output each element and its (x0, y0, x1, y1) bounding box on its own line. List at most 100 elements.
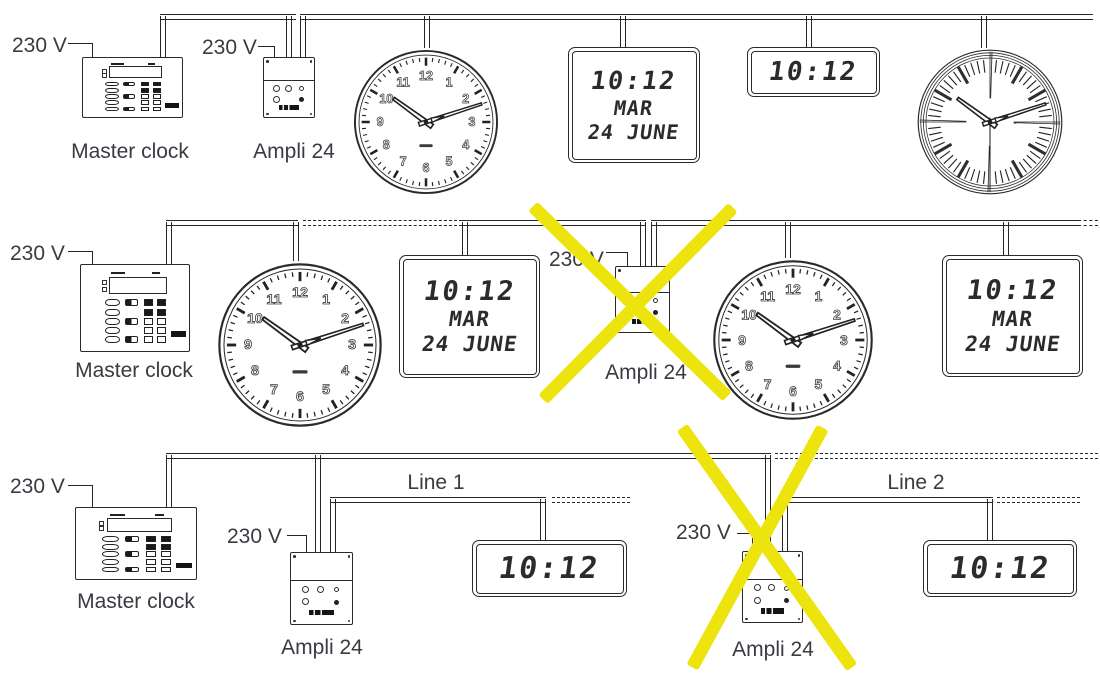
diagram-part (842, 291, 847, 296)
diagram-part (98, 526, 104, 532)
diagram-part (453, 65, 460, 74)
diagram-part (976, 61, 981, 74)
diagram-part (160, 566, 171, 573)
diagram-part (269, 277, 273, 283)
diagram-part: 1 (445, 75, 452, 89)
diagram-part (368, 351, 373, 354)
diagram-part (734, 378, 740, 383)
diagram-part (1035, 96, 1047, 103)
button-dot (299, 96, 304, 102)
diagram-part (157, 317, 167, 325)
diagram-part (157, 335, 167, 343)
diagram-part (320, 275, 324, 281)
analog-clock-baton (916, 48, 1064, 196)
diagram-part (364, 101, 369, 104)
diagram-part (797, 332, 814, 342)
diagram-part (266, 112, 269, 115)
diagram-part (368, 336, 373, 339)
diagram-part (1018, 71, 1028, 83)
voltage-label: 230 V (12, 34, 67, 57)
diagram-part (256, 399, 261, 405)
diagram-part (101, 68, 107, 74)
power-wire (287, 535, 307, 536)
diagram-part (347, 555, 350, 558)
diagram-part: 10 (247, 311, 263, 327)
diagram-part (956, 159, 970, 178)
diagram-part (313, 411, 316, 417)
wire (424, 16, 430, 48)
voltage-label: 230 V (202, 36, 257, 59)
led-indicator (273, 95, 280, 103)
diagram-part (291, 272, 294, 277)
diagram-part (293, 619, 296, 622)
wire (640, 222, 646, 266)
diagram-part: 2 (341, 311, 349, 327)
diagram-part: 12 (292, 285, 308, 301)
diagram-part (104, 106, 119, 112)
terminal-block (760, 608, 785, 614)
diagram-part: 4 (341, 363, 349, 379)
diagram-part (227, 336, 232, 339)
diagram-part: 8 (251, 363, 259, 379)
diagram-part (140, 100, 150, 106)
button-dot (653, 309, 659, 315)
diagram-part (744, 389, 749, 394)
diagram-part: 3 (840, 332, 848, 348)
calendar-display: 10:12 MAR 24 JUNE (945, 258, 1080, 374)
diagram-part (230, 321, 236, 325)
diagram-part (930, 102, 944, 108)
time-readout: 10:12 (767, 56, 860, 87)
wire (785, 222, 791, 258)
diagram-part (474, 149, 483, 156)
diagram-part (982, 60, 986, 73)
diagram-part (777, 270, 780, 275)
master-clock-label: Master clock (71, 140, 189, 163)
wire-dashed (303, 220, 462, 226)
ampli-label: Ampli 24 (281, 636, 363, 659)
digital-display: 10:12 (475, 543, 624, 594)
diagram-part (124, 299, 138, 307)
diagram-part (124, 566, 139, 573)
diagram-part (437, 58, 440, 64)
diagram-part (1004, 168, 1010, 182)
diagram-part (952, 71, 962, 83)
diagram-part: 3 (348, 337, 356, 353)
wire (315, 455, 321, 552)
diagram-part: 1 (815, 288, 823, 304)
master-clock-label: Master clock (75, 359, 193, 382)
calendar-display: 10:12 MAR 24 JUNE (571, 50, 697, 160)
diagram-part (152, 87, 162, 93)
diagram-part (354, 301, 360, 306)
diagram-part (350, 390, 355, 395)
wire (462, 222, 468, 255)
diagram-part (146, 536, 157, 543)
wire-dashed (1078, 220, 1098, 226)
diagram-part: 12 (419, 69, 433, 83)
diagram-part (618, 269, 621, 272)
diagram-part (373, 83, 378, 88)
diagram-part (339, 285, 344, 291)
diagram-part (102, 566, 120, 573)
diagram-part (750, 281, 755, 287)
diagram-part (1022, 158, 1032, 169)
analog-clock-face (917, 49, 1063, 195)
diagram-part (483, 140, 488, 143)
voltage-label: 230 V (676, 521, 731, 544)
master-clock-1 (82, 57, 183, 118)
ampli-label: Ampli 24 (732, 638, 814, 661)
diagram-part (465, 73, 470, 78)
diagram-part (727, 310, 733, 314)
diagram-part (104, 87, 119, 93)
diagram-part: 6 (296, 389, 304, 405)
diagram-part (1027, 88, 1046, 102)
diagram-part: 9 (244, 337, 252, 353)
diagram-part (146, 551, 157, 558)
diagram-part (430, 115, 445, 124)
diagram-part (104, 100, 119, 106)
diagram-part (770, 403, 773, 409)
led-indicator (767, 584, 775, 592)
diagram-part: 6 (423, 161, 430, 175)
diagram-part (831, 393, 836, 399)
wire (987, 499, 993, 540)
